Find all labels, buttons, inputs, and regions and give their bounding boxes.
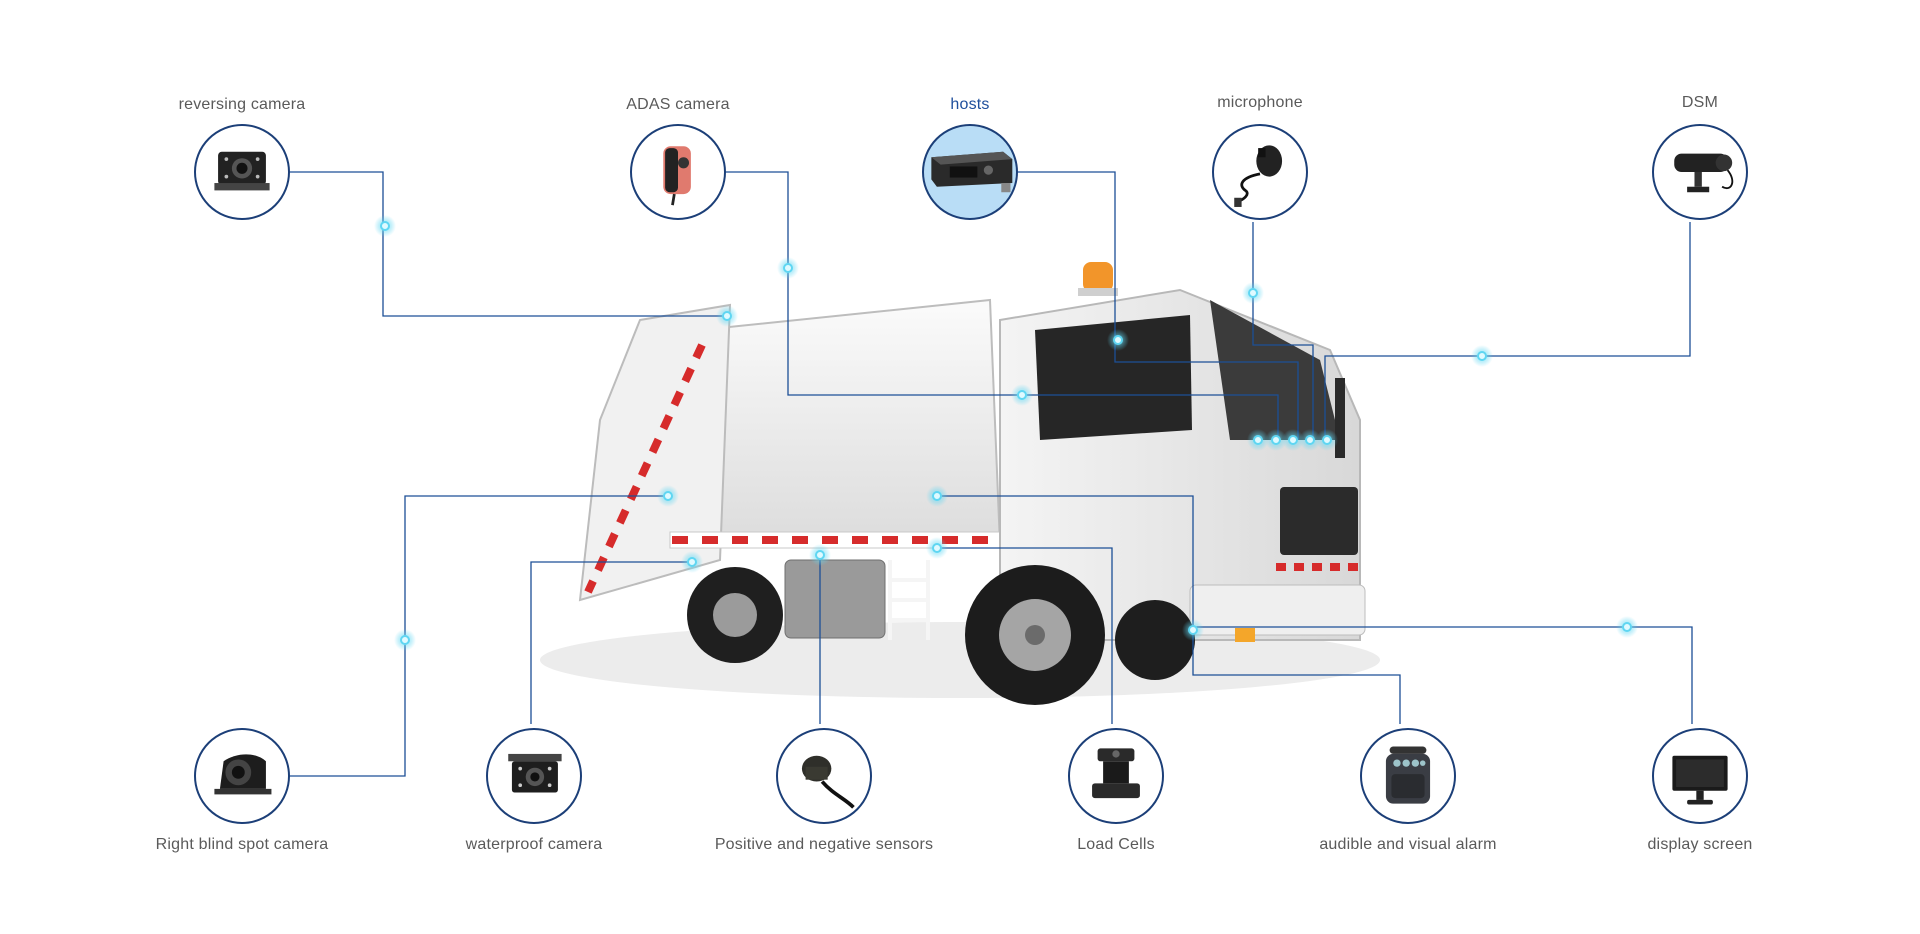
reversing-camera-node[interactable]: [194, 124, 290, 220]
line-dsm: [1324, 222, 1691, 440]
label-sensors: Positive and negative sensors: [714, 836, 934, 853]
connection-dots: [374, 215, 1638, 651]
sensors-node[interactable]: [776, 728, 872, 824]
garbage-truck-illustration: [540, 262, 1380, 705]
label-display-screen: display screen: [1647, 836, 1753, 853]
dsm-node[interactable]: [1652, 124, 1748, 220]
line-reversing-camera: [290, 171, 727, 317]
adas-camera-icon: [663, 146, 691, 206]
label-dsm: DSM: [1681, 94, 1719, 111]
label-reversing-camera: reversing camera: [178, 96, 306, 113]
label-hosts: hosts: [950, 96, 990, 113]
label-microphone: microphone: [1217, 94, 1303, 111]
label-alarm: audible and visual alarm: [1319, 836, 1497, 853]
load-cell-icon: [1092, 748, 1140, 799]
label-waterproof-camera: waterproof camera: [465, 836, 603, 853]
display-screen-node[interactable]: [1652, 728, 1748, 824]
waterproof-camera-icon: [508, 753, 562, 793]
line-display: [1193, 626, 1693, 724]
sensor-icon: [801, 755, 855, 809]
adas-camera-node[interactable]: [630, 124, 726, 220]
line-adas-camera: [722, 171, 1279, 440]
line-load-cells: [937, 547, 1113, 724]
right-blind-spot-camera-node[interactable]: [194, 728, 290, 824]
line-alarm: [937, 495, 1401, 724]
label-right-blind-spot-camera: Right blind spot camera: [155, 836, 329, 853]
label-load-cells: Load Cells: [1077, 836, 1155, 853]
alarm-speaker-icon: [1385, 746, 1431, 804]
side-camera-icon: [214, 754, 272, 795]
alarm-node[interactable]: [1360, 728, 1456, 824]
microphone-icon: [1234, 145, 1283, 207]
load-cells-node[interactable]: [1068, 728, 1164, 824]
line-waterproof: [530, 561, 692, 724]
hosts-node[interactable]: [922, 124, 1018, 220]
display-screen-icon: [1672, 755, 1728, 805]
host-recorder-icon: [931, 151, 1013, 193]
dsm-camera-icon: [1674, 153, 1734, 193]
line-hosts: [1015, 171, 1299, 440]
reversing-camera-icon: [214, 151, 270, 191]
microphone-node[interactable]: [1212, 124, 1308, 220]
waterproof-camera-node[interactable]: [486, 728, 582, 824]
label-adas-camera: ADAS camera: [626, 96, 730, 113]
